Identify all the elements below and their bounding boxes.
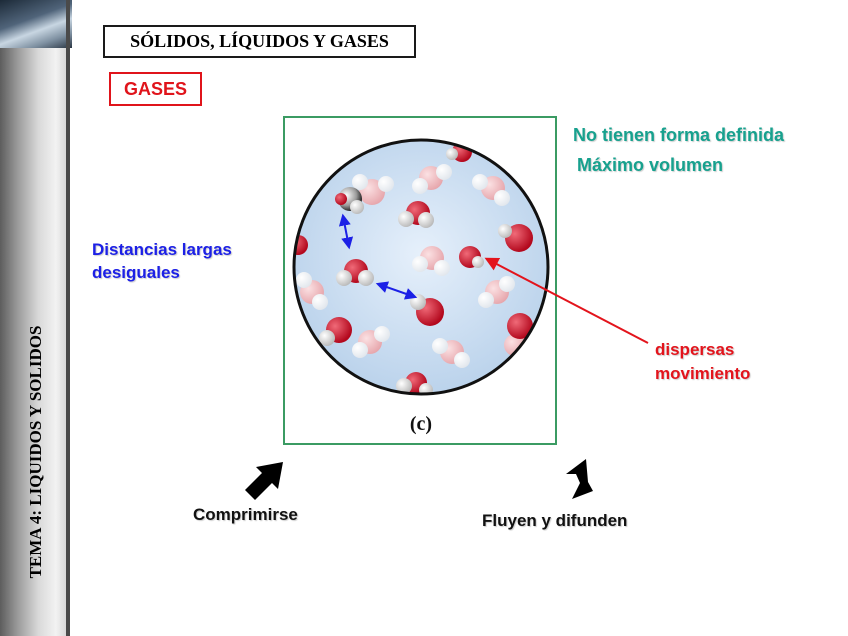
water-molecule	[412, 246, 450, 276]
pointer-arrow	[484, 257, 649, 344]
distance-arrow	[338, 213, 354, 250]
water-molecule	[294, 235, 308, 255]
figure-frame	[283, 116, 557, 445]
water-molecule	[398, 201, 434, 228]
water-molecule	[472, 174, 510, 206]
container-outline	[292, 138, 550, 396]
figure-caption: (c)	[410, 413, 432, 435]
gas-molecules-diagram: (c)	[292, 138, 550, 435]
dispersed-label-line2: movimiento	[655, 364, 751, 383]
water-molecule	[352, 326, 390, 358]
distance-arrow	[375, 281, 418, 300]
water-molecule	[498, 224, 533, 252]
water-molecule	[507, 313, 533, 339]
water-molecule	[336, 259, 374, 286]
compress-label: Comprimirse	[193, 505, 298, 524]
water-molecule	[432, 338, 470, 368]
water-molecule	[478, 276, 515, 308]
flow-arrow-icon	[566, 459, 593, 499]
distance-label-line2: desiguales	[92, 263, 180, 282]
sidebar: TEMA 4: LIQUIDOS Y SOLIDOS	[0, 0, 72, 636]
flow-label: Fluyen y difunden	[482, 511, 628, 530]
sidebar-edge	[66, 0, 70, 636]
water-molecule	[335, 187, 364, 214]
dispersed-label-line1: dispersas	[655, 340, 735, 359]
compress-arrow-icon	[245, 462, 283, 500]
water-molecule	[319, 317, 352, 346]
distance-label-line1: Distancias largas	[92, 240, 232, 259]
shape-label: No tienen forma definida	[573, 125, 785, 145]
section-title: GASES	[109, 72, 202, 106]
page-title: SÓLIDOS, LÍQUIDOS Y GASES	[103, 25, 416, 58]
water-molecule	[412, 164, 452, 194]
logo-image	[0, 0, 72, 48]
water-molecule	[296, 272, 328, 310]
water-molecule	[352, 174, 394, 205]
volume-label: Máximo volumen	[577, 155, 724, 175]
water-molecule	[459, 246, 484, 268]
